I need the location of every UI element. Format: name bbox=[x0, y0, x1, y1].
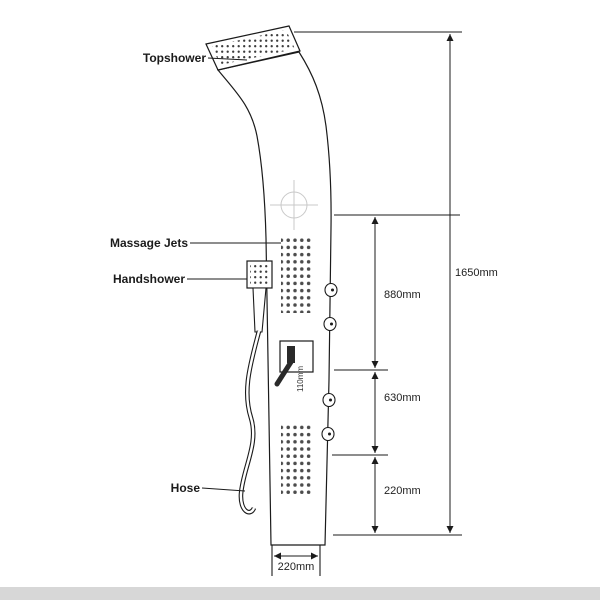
dim-overall-height-label: 1650mm bbox=[455, 267, 498, 279]
dim-base-width-label: 220mm bbox=[278, 561, 315, 573]
dimension-overall-height bbox=[294, 31, 462, 536]
massage-jets-upper bbox=[281, 236, 311, 313]
dim-valve-width-label: 110mm bbox=[296, 366, 305, 392]
image-bottom-edge bbox=[0, 587, 600, 600]
callout-leader-lines bbox=[187, 57, 281, 492]
dimension-middle-section bbox=[332, 369, 388, 456]
label-topshower: Topshower bbox=[143, 51, 206, 65]
label-hose: Hose bbox=[171, 481, 201, 495]
panel-outline bbox=[216, 51, 332, 546]
dimension-upper-section bbox=[334, 214, 460, 368]
label-handshower: Handshower bbox=[113, 272, 185, 286]
massage-jets-lower bbox=[281, 424, 311, 494]
dim-upper-section-label: 880mm bbox=[384, 289, 421, 301]
body-jet-knobs bbox=[321, 282, 338, 442]
panel-base bbox=[271, 545, 321, 576]
mixer-valve bbox=[274, 340, 314, 387]
handshower-unit bbox=[246, 260, 273, 333]
dim-lower-section-label: 220mm bbox=[384, 485, 421, 497]
panel-faint-detail-icon bbox=[270, 180, 318, 230]
label-massage-jets: Massage Jets bbox=[110, 236, 188, 250]
hose-drawing bbox=[238, 330, 262, 515]
dim-middle-section-label: 630mm bbox=[384, 392, 421, 404]
